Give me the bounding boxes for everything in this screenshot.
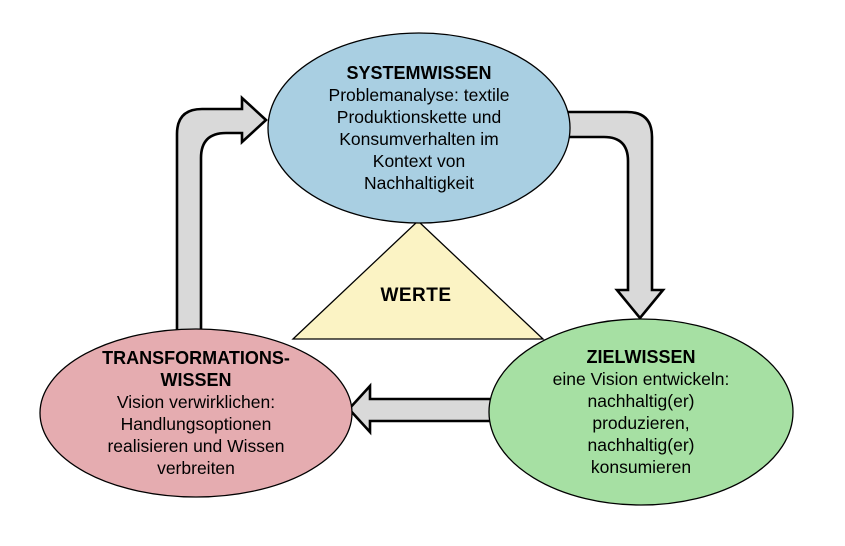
zielwissen-text: ZIELWISSEN eine Vision entwickeln: nachh… <box>491 346 791 478</box>
zielwissen-line: eine Vision entwickeln: <box>552 369 730 389</box>
systemwissen-ellipse <box>267 32 571 224</box>
werte-label: WERTE <box>380 285 452 306</box>
zielwissen-line: konsumieren <box>590 457 692 477</box>
zielwissen-ellipse <box>488 318 794 506</box>
arrow-system-to-ziel <box>562 110 666 321</box>
systemwissen-line: Nachhaltigkeit <box>364 173 474 193</box>
werte-triangle <box>291 220 545 340</box>
transformationswissen-title: WISSEN <box>160 370 232 390</box>
systemwissen-text: SYSTEMWISSEN Problemanalyse: textile Pro… <box>269 62 569 194</box>
transformationswissen-line: Handlungsoptionen <box>120 414 272 434</box>
zielwissen-line: nachhaltig(er) <box>587 435 695 455</box>
arrow-transformation-to-system <box>175 95 268 336</box>
transformationswissen-ellipse <box>39 328 353 498</box>
transformationswissen-line: realisieren und Wissen <box>107 436 285 456</box>
zielwissen-line: nachhaltig(er) <box>587 391 695 411</box>
systemwissen-line: Kontext von <box>372 151 466 171</box>
systemwissen-line: Konsumverhalten im <box>339 129 499 149</box>
zielwissen-line: produzieren, <box>592 413 690 433</box>
zielwissen-title: ZIELWISSEN <box>586 347 696 367</box>
transformationswissen-title: TRANSFORMATIONS- <box>102 348 290 368</box>
arrow-ziel-to-transformation <box>347 382 502 436</box>
transformationswissen-line: verbreiten <box>157 458 235 478</box>
transformationswissen-text: TRANSFORMATIONS- WISSEN Vision verwirkli… <box>46 347 346 479</box>
systemwissen-line: Produktionskette und <box>336 107 502 127</box>
transformationswissen-line: Vision verwirklichen: <box>116 392 276 412</box>
systemwissen-line: Problemanalyse: textile <box>328 85 510 105</box>
systemwissen-title: SYSTEMWISSEN <box>346 63 492 83</box>
